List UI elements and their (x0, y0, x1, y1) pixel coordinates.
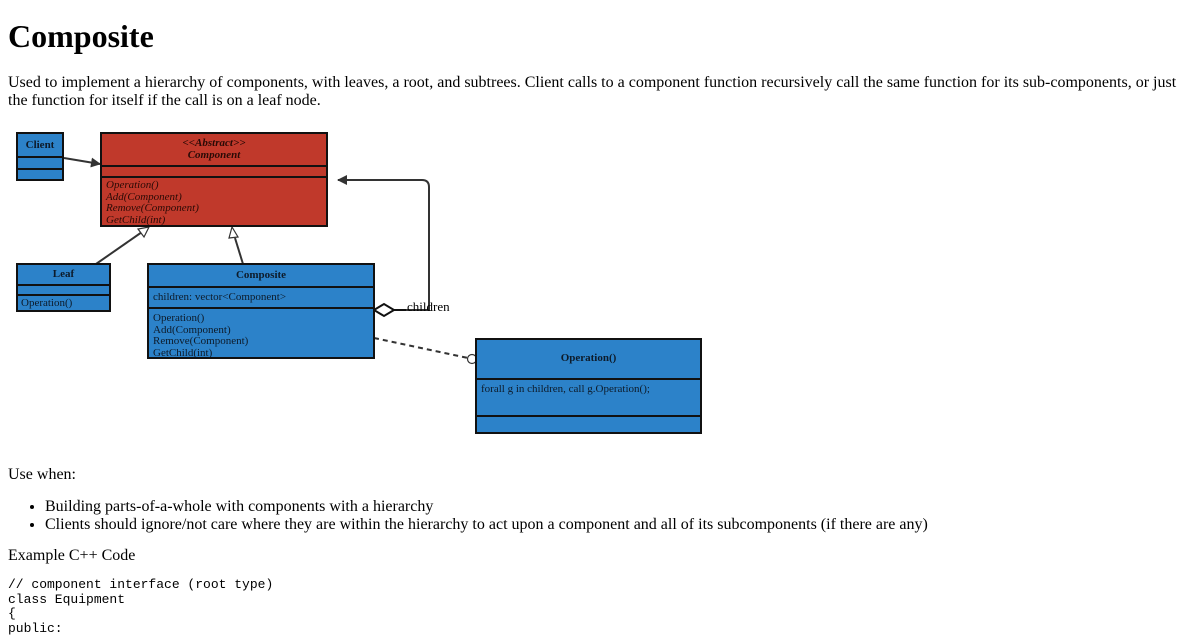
leaf-generalization-arrowhead (136, 226, 151, 239)
note-body: forall g in children, call g.Operation()… (481, 383, 650, 395)
aggregation-diamond (372, 302, 396, 318)
use-when-list: Building parts-of-a-whole with component… (8, 498, 928, 534)
aggregation-label: children (407, 299, 450, 314)
attributes-section (18, 156, 62, 168)
class-composite[interactable]: Composite children: vector<Component> Op… (147, 263, 375, 359)
class-leaf[interactable]: Leaf Operation() (16, 263, 111, 312)
methods-section: Operation() (18, 294, 109, 310)
class-name: Leaf (18, 265, 109, 284)
stereotype: <<Abstract>> (182, 137, 246, 149)
method: Add(Component) (153, 323, 231, 336)
note-footer-section (477, 415, 700, 432)
composite-generalization-line (234, 237, 244, 265)
note-title: Operation() (477, 340, 700, 378)
class-header: <<Abstract>> Component (102, 134, 326, 165)
class-component[interactable]: <<Abstract>> Component Operation() Add(C… (100, 132, 328, 227)
methods-section: Operation() Add(Component) Remove(Compon… (102, 176, 326, 225)
method: GetChild(int) (153, 346, 213, 359)
method: Operation() (106, 179, 159, 191)
aggregation-line (337, 175, 430, 311)
intro-paragraph: Used to implement a hierarchy of compone… (8, 74, 1177, 109)
class-operation-note[interactable]: Operation() forall g in children, call g… (475, 338, 702, 434)
code-line: class Equipment (8, 591, 126, 607)
page-title: Composite (8, 18, 154, 54)
code-line: { (8, 606, 16, 621)
method: Operation() (153, 312, 205, 324)
method: Remove(Component) (106, 202, 199, 214)
methods-section (18, 168, 62, 179)
class-name: Client (18, 134, 62, 156)
method: Add(Component) (106, 190, 182, 203)
method: Remove(Component) (153, 335, 249, 347)
code-line: public: (8, 620, 63, 636)
note-body-section: forall g in children, call g.Operation()… (477, 378, 700, 415)
code-block: // component interface (root type) class… (8, 577, 274, 636)
diagram-connectors: children (63, 157, 478, 365)
composite-generalization-arrowhead (228, 225, 239, 239)
methods-section: Operation() Add(Component) Remove(Compon… (149, 307, 373, 359)
leaf-generalization-line (95, 231, 143, 265)
class-client[interactable]: Client (16, 132, 64, 181)
attributes-section (18, 284, 109, 294)
client-association-arrow (63, 157, 101, 168)
uml-diagram: children Client <<Abstract>> Component O… (8, 120, 728, 450)
attributes-section (102, 165, 326, 176)
method: Operation() (21, 297, 73, 309)
class-name: Component (187, 148, 241, 161)
class-name: Composite (149, 265, 373, 286)
list-item: Building parts-of-a-whole with component… (45, 498, 928, 516)
example-label: Example C++ Code (8, 547, 136, 564)
attributes-section: children: vector<Component> (149, 286, 373, 307)
note-connector (373, 337, 469, 359)
attribute: children: vector<Component> (153, 291, 287, 303)
list-item: Clients should ignore/not care where the… (45, 516, 928, 534)
code-line: // component interface (root type) (8, 577, 274, 592)
use-when-label: Use when: (8, 466, 76, 483)
method: GetChild(int) (106, 213, 166, 226)
